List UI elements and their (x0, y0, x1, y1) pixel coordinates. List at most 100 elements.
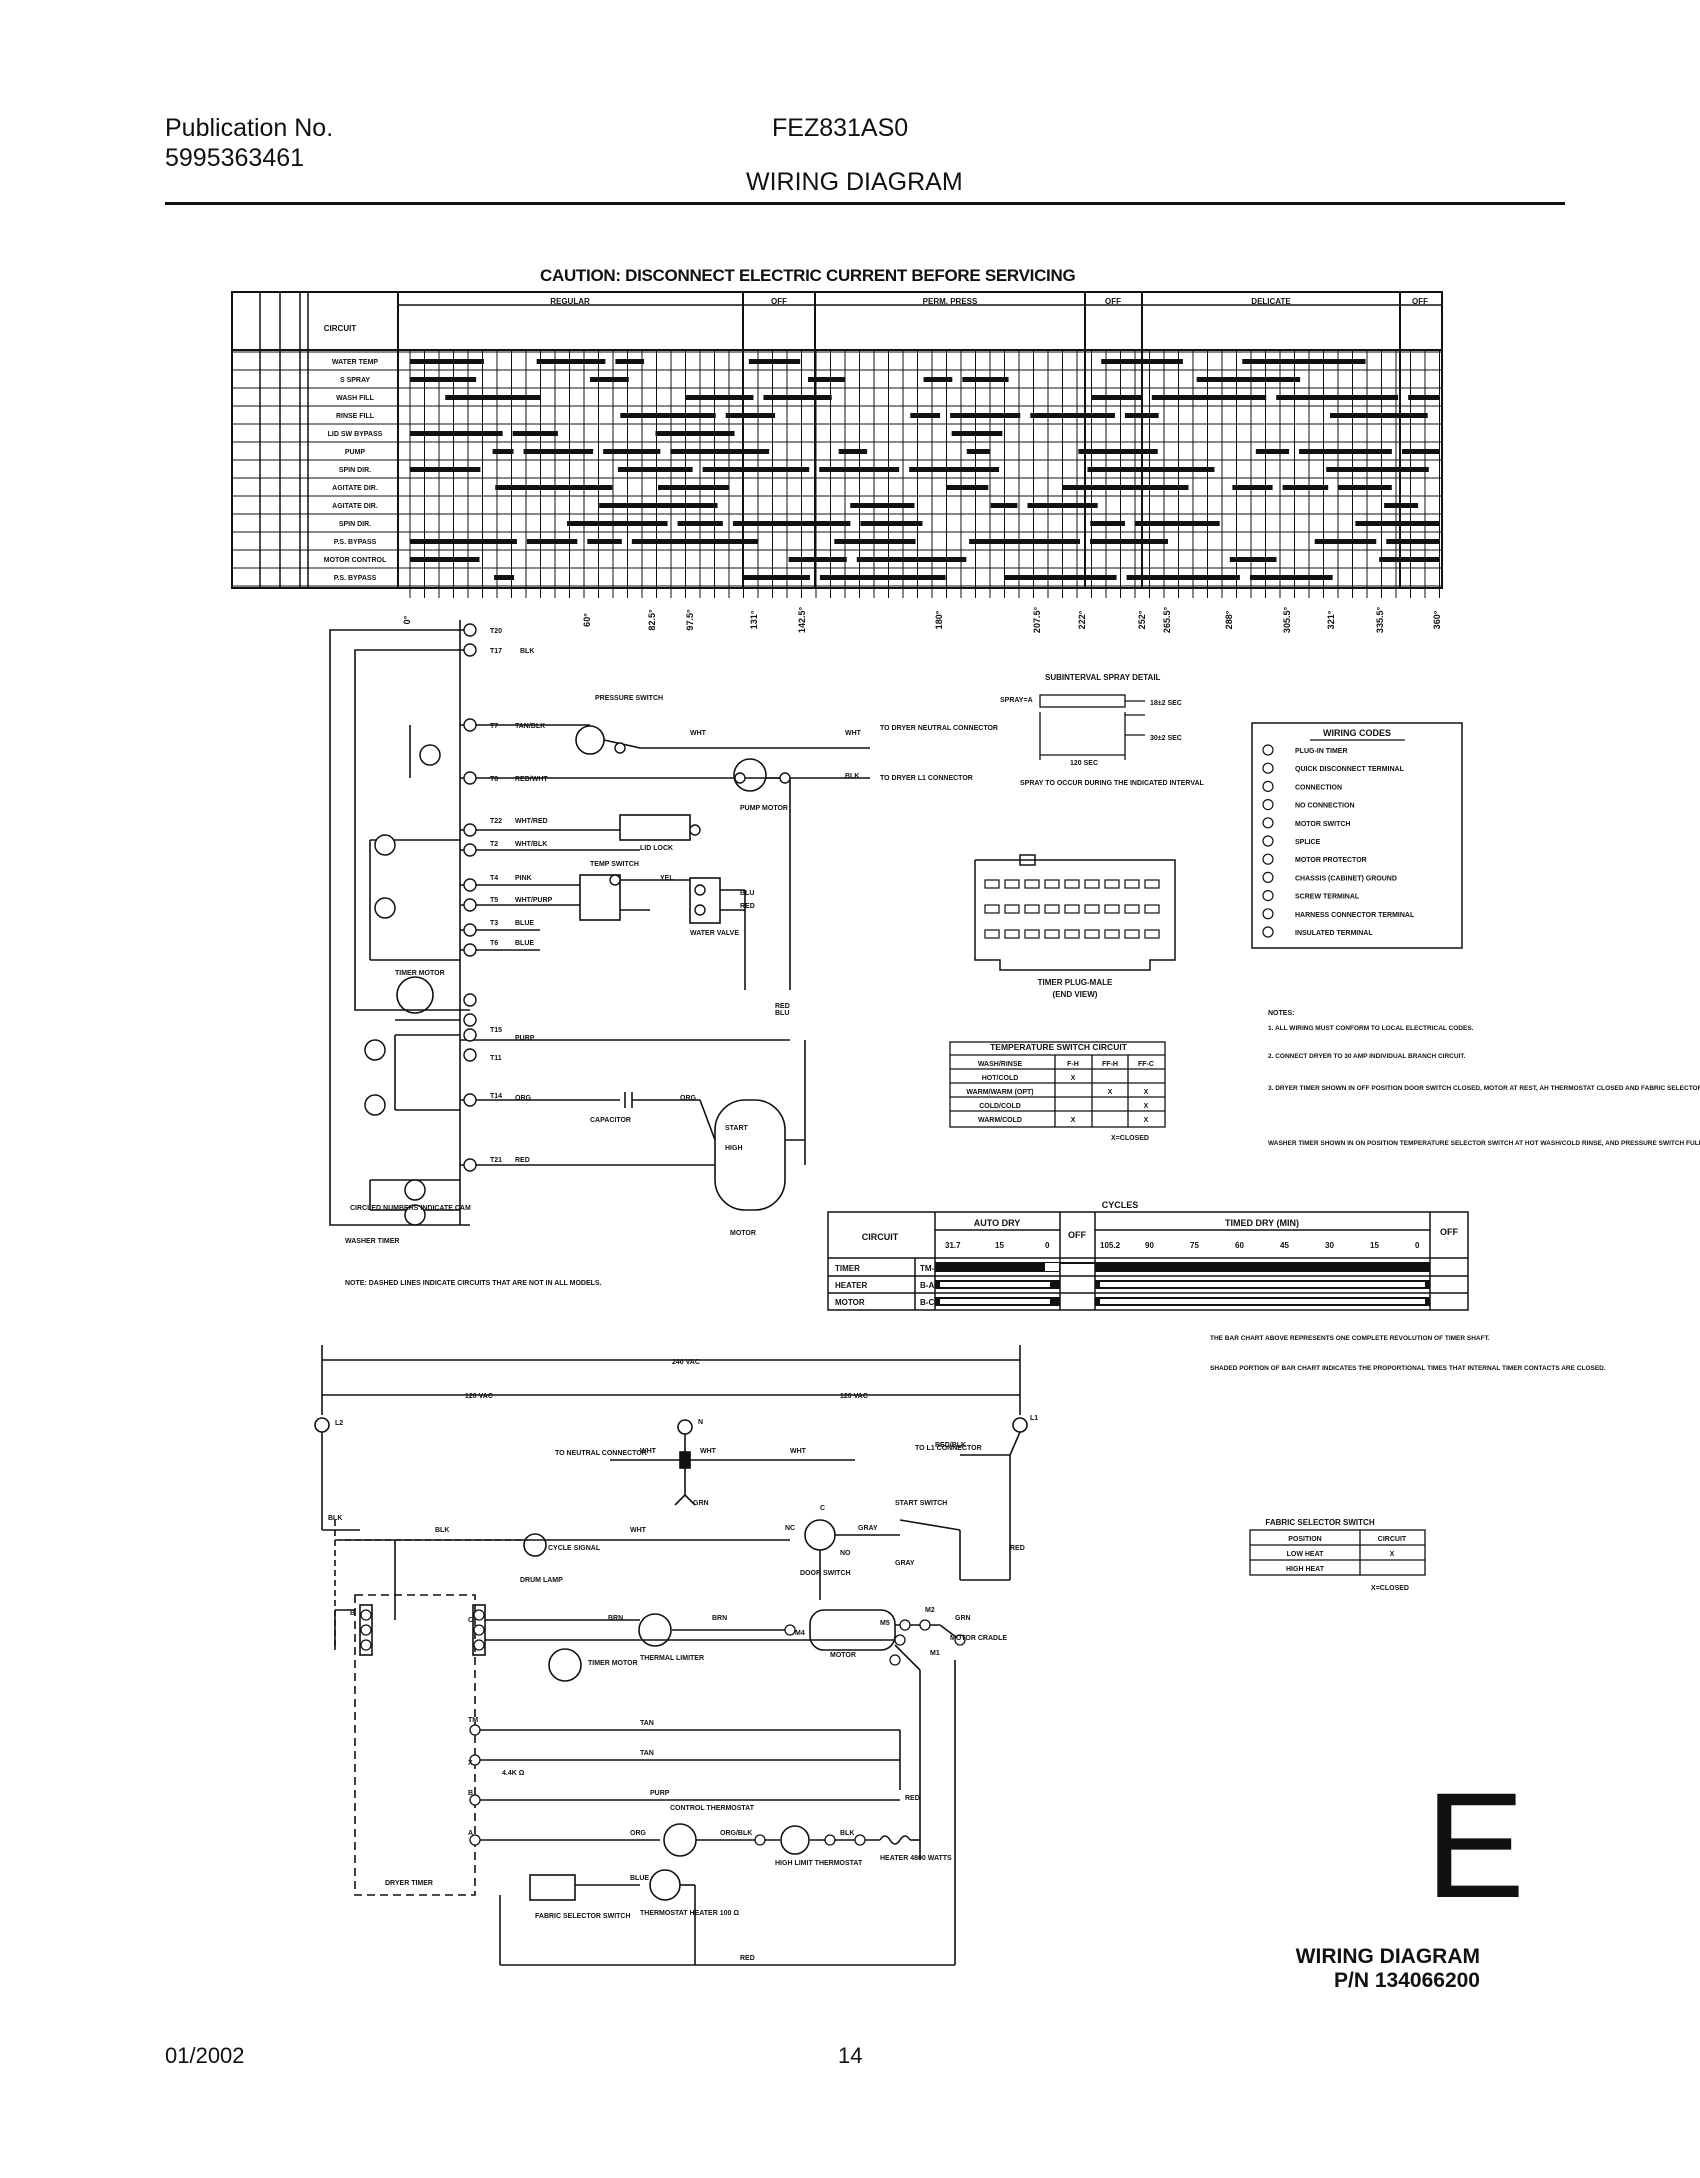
cycles-tick: 90 (1145, 1241, 1154, 1250)
chart-bar-segment (1386, 539, 1440, 544)
dryer-label: RED/BLK (935, 1442, 966, 1449)
temp-table-cell: X (1108, 1089, 1113, 1096)
dryer-label: 4.4K Ω (502, 1770, 525, 1777)
dryer-label: RED (905, 1795, 920, 1802)
wiring-code-item: QUICK DISCONNECT TERMINAL (1295, 766, 1405, 773)
washer-label: TAN/BLK (515, 723, 545, 730)
dryer-label: X (468, 1760, 473, 1767)
washer-label: T15 (490, 1027, 502, 1034)
dryer-label: MOTOR CRADLE (950, 1635, 1007, 1642)
chart-degree-tick: 82.5° (647, 609, 657, 631)
chart-bar-segment (1282, 485, 1329, 490)
washer-label: T17 (490, 648, 502, 655)
dryer-terminal (894, 1634, 906, 1646)
chart-row-label: RINSE FILL (336, 413, 375, 420)
dryer-label: WHT (790, 1448, 807, 1455)
dryer-label: BLK (328, 1515, 342, 1522)
plug-pin (1044, 929, 1060, 939)
fabric-selector-title: FABRIC SELECTOR SWITCH (1265, 1518, 1374, 1527)
dryer-label: GRN (693, 1500, 709, 1507)
chart-bar-segment (742, 575, 810, 580)
chart-bar-segment (1379, 557, 1440, 562)
temp-table-cell: X (1144, 1103, 1149, 1110)
dryer-terminal (854, 1834, 866, 1846)
chart-bar-segment (1151, 395, 1267, 400)
dryer-label: RED (1010, 1545, 1025, 1552)
chart-degree-tick: 142.5° (797, 607, 807, 634)
washer-label: CAPACITOR (590, 1117, 631, 1124)
dryer-label: TO L1 CONNECTOR (915, 1445, 982, 1452)
terminal-circle (463, 1048, 477, 1062)
plug-pin (1044, 904, 1060, 914)
plug-pin (1024, 904, 1040, 914)
wiring-code-symbol (1262, 871, 1274, 884)
chart-bar-segment (1062, 485, 1189, 490)
plug-pin (1004, 904, 1020, 914)
plug-pin (1024, 929, 1040, 939)
dryer-label: L2 (335, 1420, 343, 1427)
footer-date: 01/2002 (165, 2043, 245, 2068)
cycles-title: CYCLES (1102, 1200, 1139, 1210)
dryer-label: BLK (840, 1830, 854, 1837)
washer-label: WHT/BLK (515, 841, 547, 848)
chart-bar-segment (950, 413, 1021, 418)
chart-bar-segment (410, 467, 481, 472)
chart-degree-tick: 305.5° (1282, 607, 1292, 634)
wiring-code-item: NO CONNECTION (1295, 803, 1355, 810)
washer-label: LID LOCK (640, 845, 673, 852)
dryer-label: BLUE (630, 1875, 649, 1882)
temp-table-header: WASH/RINSE (978, 1061, 1023, 1068)
chart-row-label: WASH FILL (336, 395, 374, 402)
dryer-label: DOOR SWITCH (800, 1570, 851, 1577)
terminal-circle (463, 771, 477, 785)
wiring-code-symbol (1262, 817, 1274, 829)
chart-group-label: REGULAR (550, 297, 590, 306)
chart-group-label: OFF (771, 297, 787, 306)
bar-chart-note: THE BAR CHART ABOVE REPRESENTS ONE COMPL… (1210, 1335, 1490, 1342)
plug-pin (1144, 904, 1160, 914)
cycles-tick: 75 (1190, 1241, 1199, 1250)
dryer-terminal (469, 1834, 481, 1846)
chart-bar-segment (670, 449, 770, 454)
dryer-label: WHT (700, 1448, 717, 1455)
chart-bar-segment (1004, 575, 1117, 580)
subinterval-title: SUBINTERVAL SPRAY DETAIL (1045, 673, 1161, 682)
subinterval-time: 120 SEC (1070, 760, 1098, 767)
chart-bar-segment (966, 449, 991, 454)
terminal-circle (463, 993, 477, 1007)
chart-degree-tick: 131° (749, 610, 759, 629)
chart-bar-segment (1030, 413, 1115, 418)
chart-bar-segment (1299, 449, 1392, 454)
plug-pin (1064, 929, 1080, 939)
chart-bar-segment (962, 377, 1009, 382)
subinterval-time: 18±2 SEC (1150, 700, 1182, 707)
dryer-label: RED (740, 1955, 755, 1962)
chart-bar-segment (1329, 413, 1428, 418)
washer-label: WHT (845, 730, 862, 737)
dryer-label: GRN (955, 1615, 971, 1622)
terminal-circle (463, 643, 477, 657)
dryer-label: CONTROL THERMOSTAT (670, 1805, 755, 1812)
dryer-label: C (468, 1617, 473, 1624)
washer-label: BLU (740, 890, 754, 897)
chart-bar-segment (807, 377, 845, 382)
plug-pin (1044, 879, 1060, 889)
chart-bar-segment (1338, 485, 1392, 490)
chart-bar-segment (685, 395, 754, 400)
chart-bar-segment (946, 485, 989, 490)
chart-row-label: AGITATE DIR. (332, 503, 378, 510)
dryer-label: THERMOSTAT HEATER 100 Ω (640, 1910, 739, 1917)
washer-label: T4 (490, 875, 498, 882)
cycles-tick: 31.7 (945, 1241, 961, 1250)
chart-bar-segment (494, 575, 515, 580)
chart-bar-segment (1326, 467, 1429, 472)
dryer-terminal (784, 1624, 796, 1636)
chart-bar-segment (1090, 521, 1125, 526)
chart-row-label: SPIN DIR. (339, 467, 371, 474)
chart-bar-segment (410, 431, 503, 436)
washer-label: WASHER TIMER (345, 1238, 399, 1245)
chart-bar-segment (860, 521, 923, 526)
dryer-label: START SWITCH (895, 1500, 947, 1507)
temp-table-footer: X=CLOSED (1111, 1135, 1149, 1142)
dryer-label: PURP (650, 1790, 670, 1797)
